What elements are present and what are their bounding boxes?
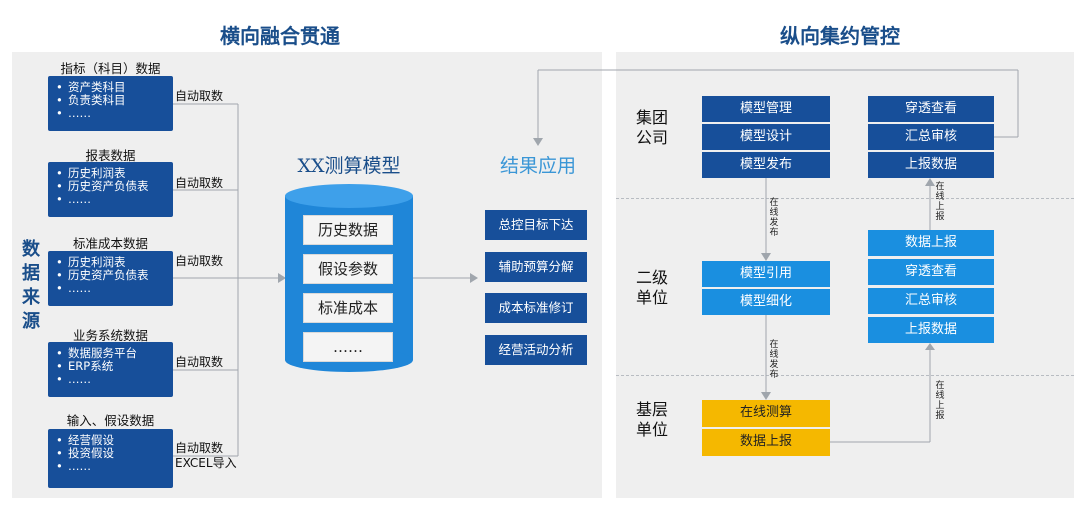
auto-fetch-label: 自动取数 xyxy=(175,89,224,103)
source-label: 指标（科目）数据 xyxy=(60,61,161,76)
right-panel-title: 纵向集约管控 xyxy=(780,24,900,48)
source-box: 数据服务平台 ERP系统 …… xyxy=(48,342,173,397)
result-item: 辅助预算分解 xyxy=(485,252,587,282)
left-panel-title: 横向融合贯通 xyxy=(220,24,340,48)
model-title: XX测算模型 xyxy=(297,155,401,177)
result-item: 成本标准修订 xyxy=(485,293,587,323)
source-label: 业务系统数据 xyxy=(72,328,148,343)
model-item: …… xyxy=(303,332,393,362)
online-publish-label: 在线发布 xyxy=(769,198,779,238)
source-box: 历史利润表 历史资产负债表 …… xyxy=(48,251,173,306)
data-source-side-title: 数 据 来 源 xyxy=(22,239,40,332)
model-item: 假设参数 xyxy=(303,254,393,284)
tier-label: 基层 单位 xyxy=(636,400,669,439)
second-left-box: 模型引用 xyxy=(702,261,830,287)
source-box: 经营假设 投资假设 …… xyxy=(48,429,173,488)
source-label: 报表数据 xyxy=(85,148,136,163)
base-left-box: 数据上报 xyxy=(702,429,830,456)
group-right-box: 上报数据 xyxy=(868,152,994,178)
second-right-box: 数据上报 xyxy=(868,230,994,256)
result-item: 经营活动分析 xyxy=(485,335,587,365)
source-label: 标准成本数据 xyxy=(72,236,148,251)
group-left-box: 模型管理 xyxy=(702,96,830,122)
group-right-box: 穿透查看 xyxy=(868,96,994,122)
model-item: 历史数据 xyxy=(303,215,393,245)
second-left-box: 模型细化 xyxy=(702,289,830,315)
tier-divider xyxy=(616,198,1074,199)
group-left-box: 模型发布 xyxy=(702,152,830,178)
group-left-box: 模型设计 xyxy=(702,124,830,150)
results-title: 结果应用 xyxy=(499,155,576,177)
online-report-label: 在线上报 xyxy=(935,182,945,222)
tier-label: 二级 单位 xyxy=(636,268,669,307)
source-box: 资产类科目 负责类科目 …… xyxy=(48,76,173,131)
auto-fetch-label: 自动取数 xyxy=(175,355,224,369)
source-label: 输入、假设数据 xyxy=(66,413,155,428)
auto-fetch-label: 自动取数 EXCEL导入 xyxy=(175,441,237,470)
online-report-label: 在线上报 xyxy=(935,381,945,421)
source-box: 历史利润表 历史资产负债表 …… xyxy=(48,162,173,217)
base-left-box: 在线测算 xyxy=(702,400,830,427)
second-right-box: 汇总审核 xyxy=(868,288,994,314)
model-item: 标准成本 xyxy=(303,293,393,323)
result-item: 总控目标下达 xyxy=(485,210,587,240)
right-panel xyxy=(616,52,1074,498)
group-right-box: 汇总审核 xyxy=(868,124,994,150)
second-right-box: 上报数据 xyxy=(868,317,994,343)
source-connectors xyxy=(173,103,478,457)
tier-divider xyxy=(616,375,1074,376)
auto-fetch-label: 自动取数 xyxy=(175,176,224,190)
second-right-box: 穿透查看 xyxy=(868,259,994,285)
tier-label: 集团 公司 xyxy=(636,108,669,147)
auto-fetch-label: 自动取数 xyxy=(175,254,224,268)
online-publish-label: 在线发布 xyxy=(769,340,779,380)
